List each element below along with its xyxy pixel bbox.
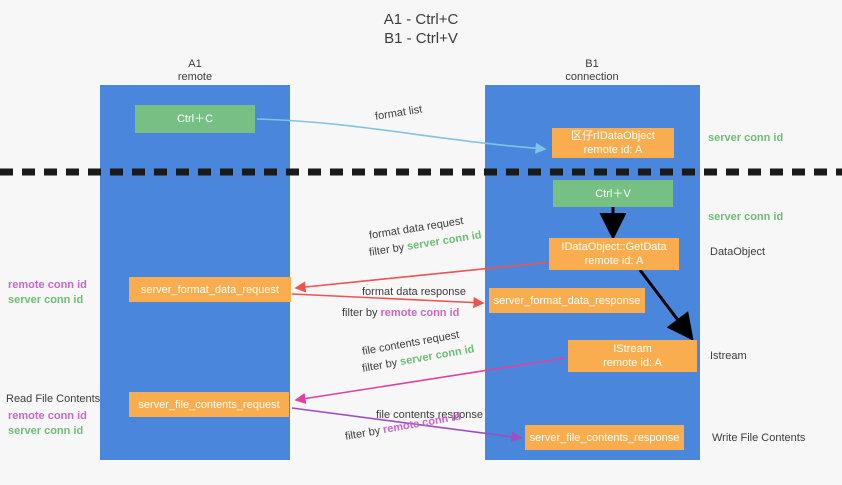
box-server-format-data-request-label: server_format_data_request — [140, 283, 280, 296]
title-line-2: B1 - Ctrl+V — [384, 30, 458, 47]
right-label-server-conn-id-mid: server conn id — [708, 211, 784, 223]
edge-label-file-contents-request-group: file contents request filter by server c… — [361, 329, 475, 377]
filter-by-text-1: filter by — [368, 240, 409, 259]
column-header-a1-name: A1 — [188, 58, 202, 70]
right-label-write-file-contents: Write File Contents — [712, 432, 806, 444]
left-label-remote-conn-id-2: remote conn id — [8, 410, 87, 422]
left-label-server-conn-id-2: server conn id — [8, 425, 84, 437]
left-label-server-conn-id-1: server conn id — [8, 294, 84, 306]
right-label-server-conn-id-top: server conn id — [708, 132, 784, 144]
box-idataobject[interactable]: 区仔rIDataObject remote id: A — [552, 128, 674, 158]
filter-by-text-2: filter by — [342, 307, 381, 319]
left-label-read-file-contents: Read File Contents — [6, 393, 101, 405]
left-label-conn-ids-2: remote conn id server conn id — [8, 409, 87, 439]
filter-value-remote-conn-id-1: remote conn id — [380, 307, 460, 319]
box-server-format-data-response-label: server_format_data_response — [493, 294, 641, 307]
column-header-b1-sub: connection — [565, 71, 619, 83]
left-label-remote-conn-id-1: remote conn id — [8, 279, 87, 291]
edge-label-file-contents-response: file contents response — [376, 409, 484, 421]
title-line-1: A1 - Ctrl+C — [383, 11, 459, 28]
box-server-file-contents-response[interactable]: server_file_contents_response — [525, 425, 684, 450]
edge-label-format-data-response-filter: filter by remote conn id — [342, 306, 466, 321]
column-header-b1: B1 connection — [512, 58, 672, 84]
box-getdata-title: IDataObject::GetData — [561, 241, 667, 253]
left-label-conn-ids-1: remote conn id server conn id — [8, 278, 87, 308]
box-ctrl-v-label: Ctrl＋V — [595, 187, 631, 200]
box-istream-subtitle: remote id: A — [603, 357, 662, 369]
right-label-istream: Istream — [710, 350, 747, 362]
box-server-format-data-response[interactable]: server_format_data_response — [489, 288, 645, 313]
box-istream[interactable]: IStream remote id: A — [568, 340, 697, 372]
box-ctrl-c[interactable]: Ctrl＋C — [135, 105, 255, 133]
box-getdata-subtitle: remote id: A — [584, 255, 644, 267]
edge-label-format-data-response: format data response — [362, 286, 466, 298]
column-header-a1: A1 remote — [115, 58, 275, 84]
column-header-b1-name: B1 — [585, 58, 599, 70]
box-server-file-contents-response-label: server_file_contents_response — [529, 431, 680, 444]
page-title: A1 - Ctrl+C B1 - Ctrl+V — [0, 10, 842, 48]
box-ctrl-v[interactable]: Ctrl＋V — [553, 180, 673, 207]
edge-label-format-data-request-group: format data request filter by server con… — [368, 215, 482, 261]
box-istream-title: IStream — [613, 343, 652, 355]
right-label-dataobject: DataObject — [710, 246, 766, 258]
filter-by-text-4: filter by — [344, 424, 385, 443]
box-idataobject-title: 区仔rIDataObject — [571, 130, 655, 142]
box-ctrl-c-label: Ctrl＋C — [176, 113, 214, 125]
edge-label-format-list: format list — [374, 103, 424, 123]
box-server-format-data-request[interactable]: server_format_data_request — [129, 277, 291, 302]
edge-label-file-contents-response-group: file contents response filter by remote … — [344, 408, 484, 445]
box-server-file-contents-request[interactable]: server_file_contents_request — [129, 392, 289, 417]
box-server-file-contents-request-label: server_file_contents_request — [138, 398, 280, 411]
column-header-a1-sub: remote — [177, 71, 213, 83]
edge-label-format-data-response-group: format data response filter by remote co… — [342, 285, 466, 321]
box-idataobject-subtitle: remote id: A — [583, 144, 643, 156]
box-idataobject-getdata[interactable]: IDataObject::GetData remote id: A — [549, 238, 679, 270]
